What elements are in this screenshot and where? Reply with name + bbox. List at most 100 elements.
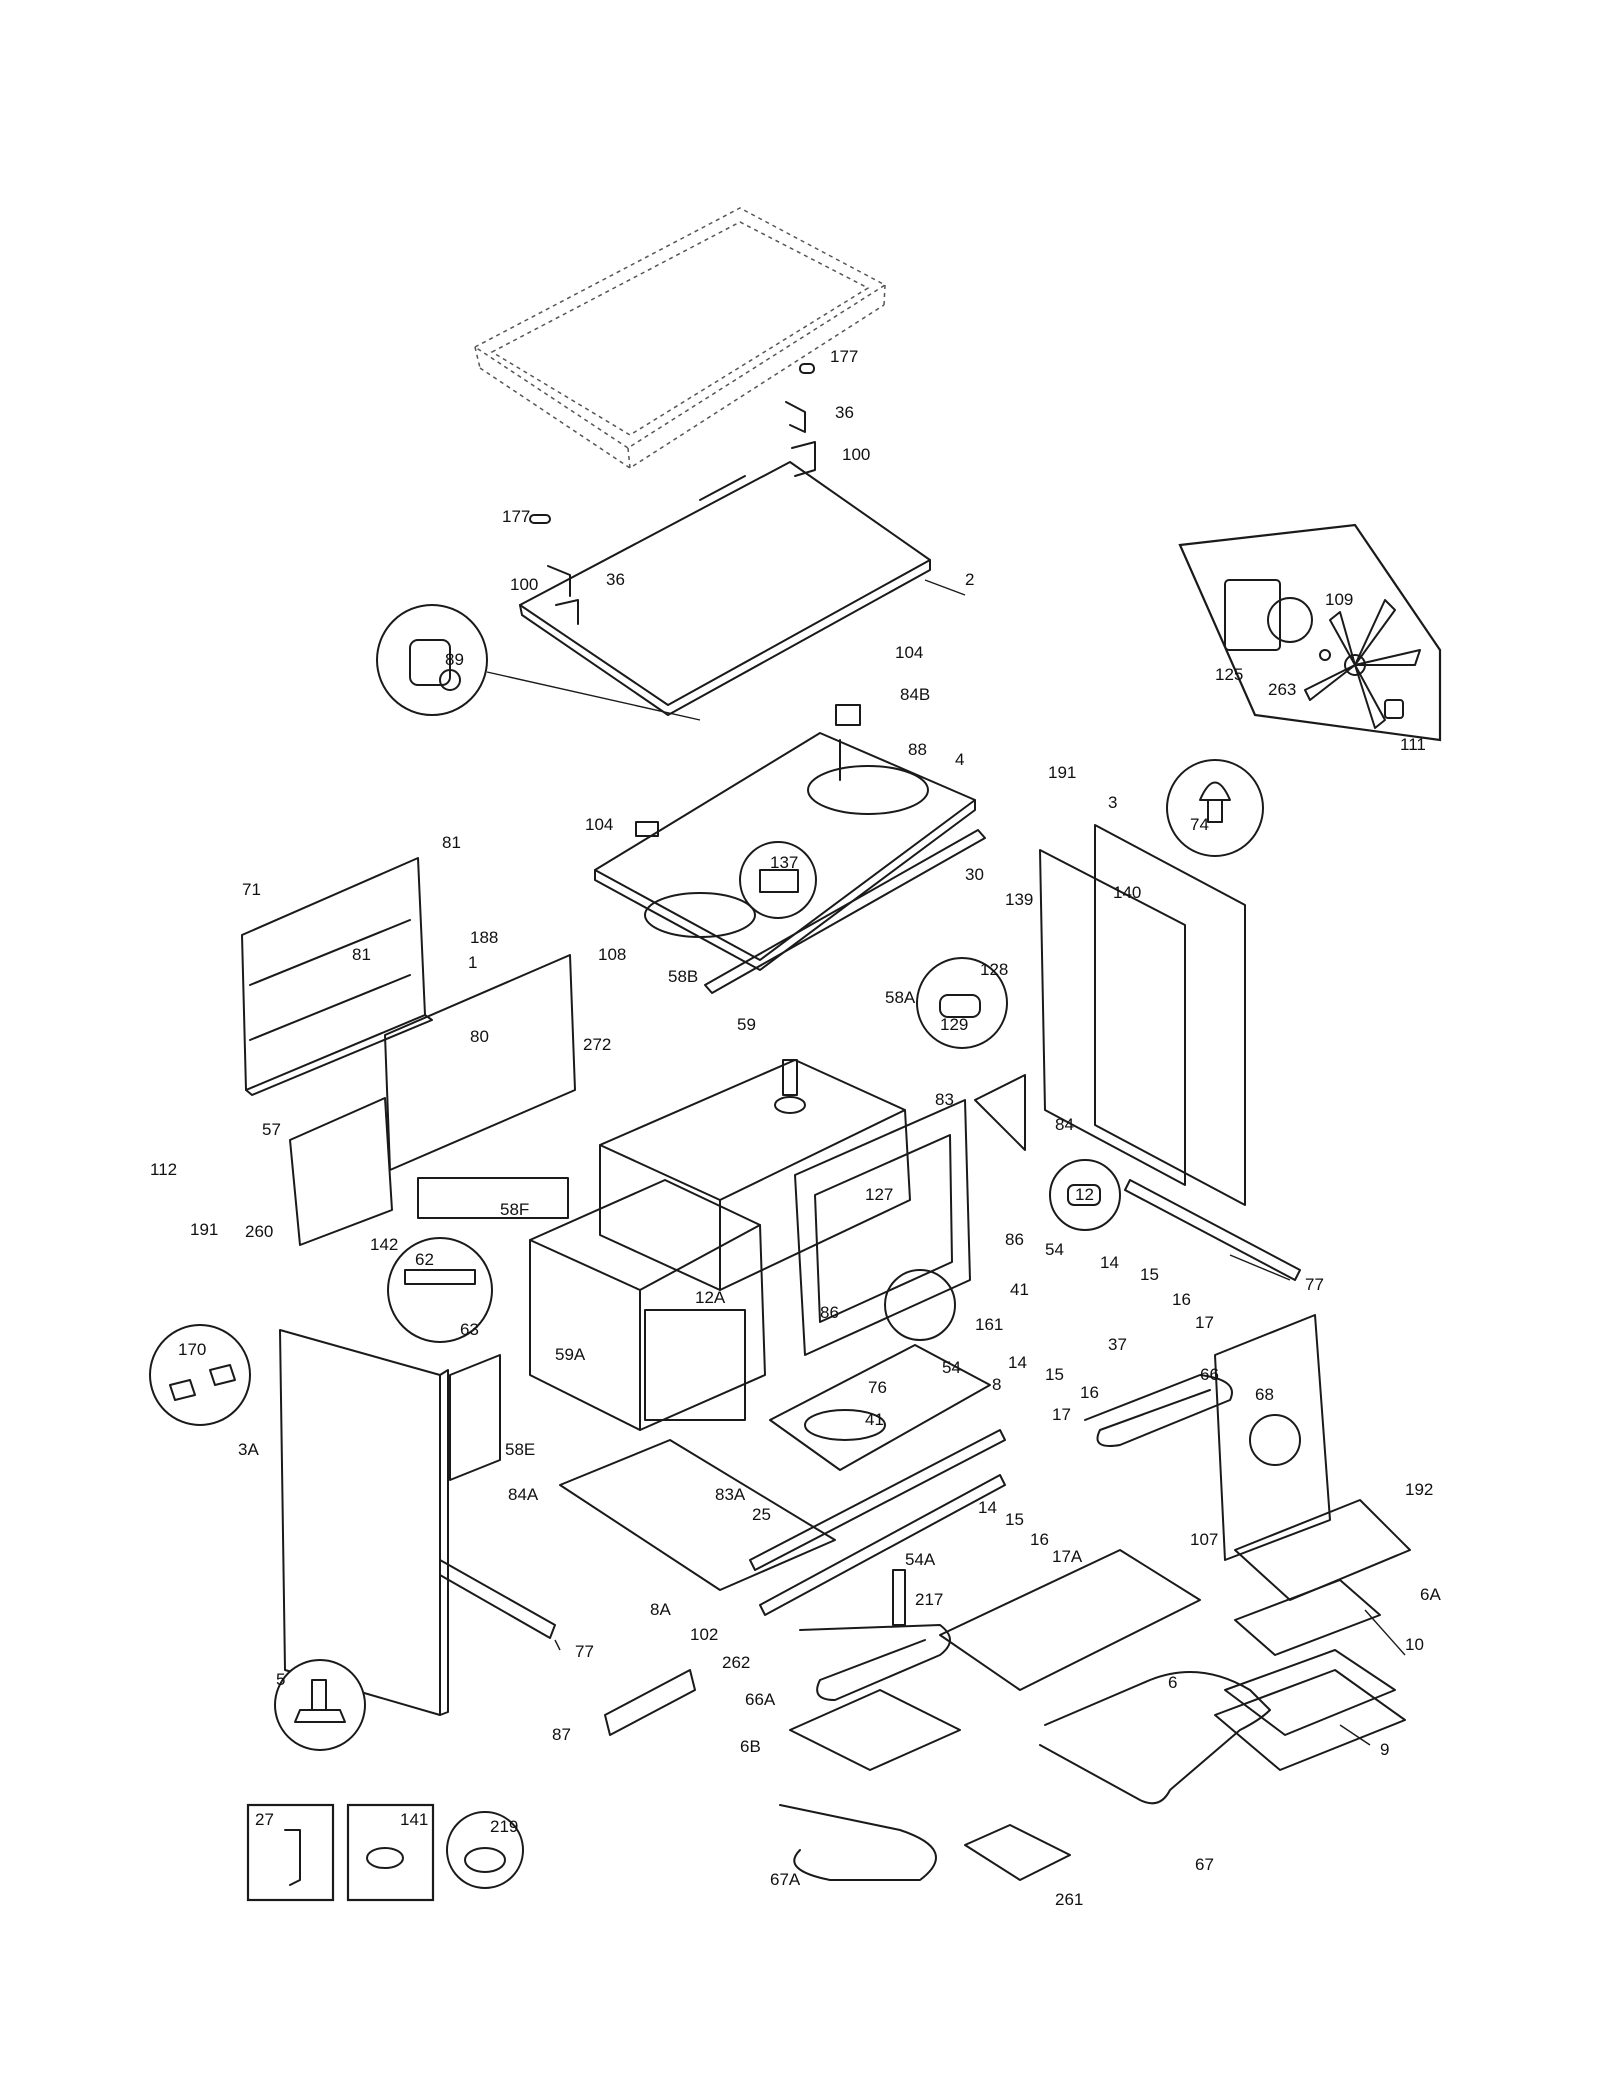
label-5: 5 — [276, 1670, 285, 1689]
label-71: 71 — [242, 880, 261, 899]
label-102: 102 — [690, 1625, 718, 1644]
label-58A: 58A — [885, 988, 916, 1007]
label-262: 262 — [722, 1653, 750, 1672]
leader-lines — [554, 579, 1406, 1746]
label-139: 139 — [1005, 890, 1033, 909]
label-15: 15 — [1140, 1265, 1159, 1284]
label-84: 84 — [1055, 1115, 1074, 1134]
fan-cover-107 — [1214, 1314, 1331, 1561]
element-67A — [779, 1804, 937, 1881]
label-108: 108 — [598, 945, 626, 964]
label-3: 3 — [1108, 793, 1117, 812]
label-81: 81 — [352, 945, 371, 964]
label-104: 104 — [585, 815, 613, 834]
label-88: 88 — [908, 740, 927, 759]
callout-219 — [446, 1811, 524, 1889]
label-140: 140 — [1113, 883, 1141, 902]
label-84B: 84B — [900, 685, 930, 704]
label-14: 14 — [978, 1498, 997, 1517]
heater-element-66 — [1084, 1374, 1233, 1447]
label-109: 109 — [1325, 590, 1353, 609]
rear-frame — [289, 954, 576, 1246]
bracket-87 — [604, 1669, 696, 1736]
label-112: 112 — [150, 1160, 177, 1179]
label-129: 129 — [940, 1015, 968, 1034]
label-80: 80 — [470, 1027, 489, 1046]
label-16: 16 — [1080, 1383, 1099, 1402]
label-63: 63 — [460, 1320, 479, 1339]
top-clips — [529, 363, 816, 625]
element-66A — [799, 1624, 951, 1701]
label-191: 191 — [190, 1220, 218, 1239]
callout-170 — [149, 1324, 251, 1426]
label-54: 54 — [1045, 1240, 1064, 1259]
label-76: 76 — [868, 1378, 887, 1397]
oven-floor — [769, 1344, 991, 1471]
label-17: 17 — [1195, 1313, 1214, 1332]
inner-door-frame — [794, 1099, 971, 1356]
label-67: 67 — [1195, 1855, 1214, 1874]
label-6: 6 — [1168, 1673, 1177, 1692]
body-top-panel — [594, 704, 976, 971]
label-9: 9 — [1380, 1740, 1389, 1759]
label-66A: 66A — [745, 1690, 776, 1709]
callout-5 — [274, 1659, 366, 1751]
label-84A: 84A — [508, 1485, 539, 1504]
label-100: 100 — [510, 575, 538, 594]
rack-192 — [1234, 1499, 1411, 1601]
callout-74 — [1166, 759, 1264, 857]
label-137: 137 — [770, 853, 798, 872]
front-rails — [749, 1429, 1006, 1616]
label-58B: 58B — [668, 967, 698, 986]
oven-cavity-upper — [599, 1059, 911, 1291]
label-188: 188 — [470, 928, 498, 947]
rack-6A — [1234, 1579, 1381, 1656]
top-cover-outline — [473, 207, 887, 469]
label-141: 141 — [400, 1810, 428, 1829]
convection-fan-inset — [1178, 523, 1442, 742]
label-15: 15 — [1005, 1510, 1024, 1529]
bracket-217 — [892, 1569, 906, 1626]
label-77: 77 — [1305, 1275, 1324, 1294]
label-128: 128 — [980, 960, 1008, 979]
label-1: 1 — [468, 953, 477, 972]
label-10: 10 — [1405, 1635, 1424, 1654]
label-3A: 3A — [238, 1440, 259, 1459]
label-87: 87 — [552, 1725, 571, 1744]
callout-89 — [376, 604, 701, 721]
label-170: 170 — [178, 1340, 206, 1359]
label-25: 25 — [752, 1505, 771, 1524]
label-177: 177 — [502, 507, 530, 526]
label-100: 100 — [842, 445, 870, 464]
label-68: 68 — [1255, 1385, 1274, 1404]
broil-pan-10 — [1224, 1649, 1396, 1736]
rail-77-right — [1124, 1179, 1301, 1281]
label-8A: 8A — [650, 1600, 671, 1619]
side-panel-left — [279, 1329, 449, 1716]
label-16: 16 — [1030, 1530, 1049, 1549]
label-30: 30 — [965, 865, 984, 884]
oven-cavity-lower — [529, 1179, 766, 1431]
rail-30 — [704, 829, 986, 994]
label-177: 177 — [830, 347, 858, 366]
label-59: 59 — [737, 1015, 756, 1034]
label-272: 272 — [583, 1035, 611, 1054]
label-6B: 6B — [740, 1737, 761, 1756]
fan-blade — [1304, 599, 1421, 729]
broil-pan-9 — [1214, 1669, 1406, 1771]
inset-27 — [246, 1803, 335, 1902]
label-89: 89 — [445, 650, 464, 669]
callout-128-129 — [916, 957, 1008, 1049]
label-2: 2 — [965, 570, 974, 589]
label-77: 77 — [575, 1642, 594, 1661]
label-142: 142 — [370, 1235, 398, 1254]
label-57: 57 — [262, 1120, 281, 1139]
label-260: 260 — [245, 1222, 273, 1241]
label-161: 161 — [975, 1315, 1003, 1334]
label-14: 14 — [1008, 1353, 1027, 1372]
label-86: 86 — [820, 1303, 839, 1322]
label-66: 66 — [1200, 1365, 1219, 1384]
label-12: 12 — [1075, 1185, 1094, 1204]
label-17A: 17A — [1052, 1547, 1083, 1566]
